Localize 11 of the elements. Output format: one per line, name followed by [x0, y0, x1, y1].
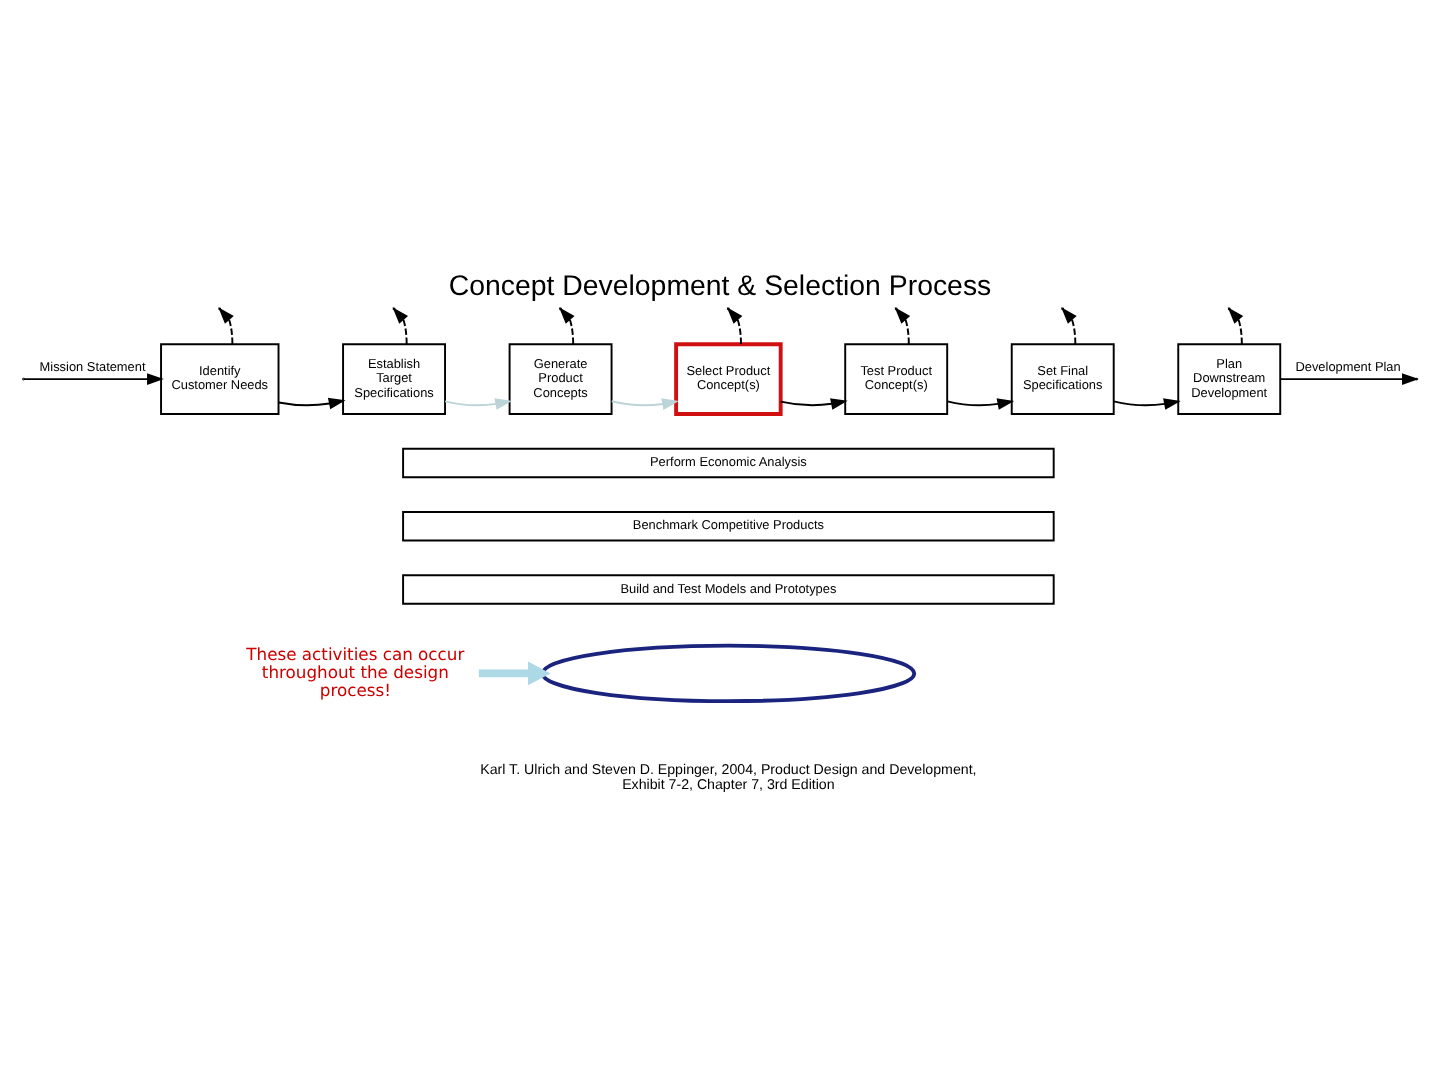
arrow [779, 398, 848, 410]
arrow [444, 398, 513, 410]
node-text: These activities can occur throughout the design process! [246, 643, 465, 700]
arrow [610, 398, 679, 410]
arrow [478, 661, 551, 686]
arrow [946, 398, 1015, 410]
diagram-title: Concept Development & Selection Process [448, 271, 992, 304]
node-ellipse [540, 643, 917, 704]
arrow [1112, 398, 1181, 410]
arrow [277, 397, 346, 410]
arrow [23, 373, 164, 385]
